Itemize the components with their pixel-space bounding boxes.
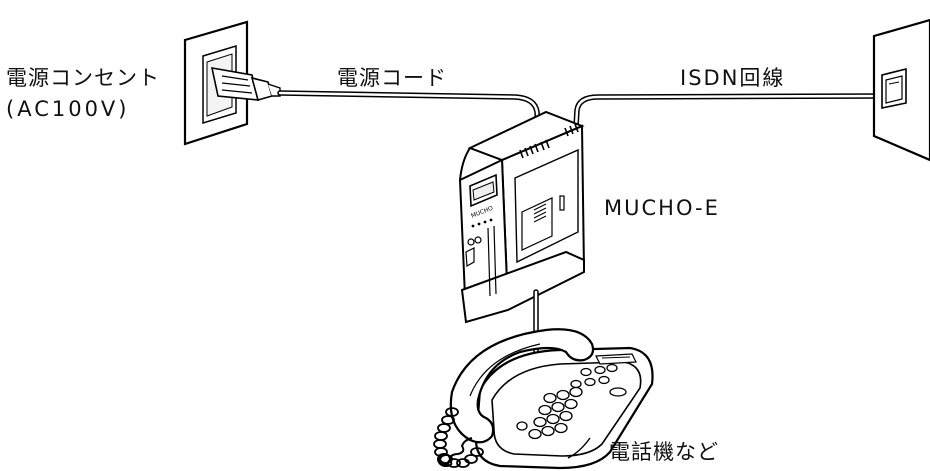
power-outlet-voltage-label: (AC100V) [6, 97, 130, 121]
power-outlet-label: 電源コンセント [6, 66, 160, 90]
device-name-label: MUCHO-E [604, 196, 720, 220]
mucho-e-device: MUCHO [458, 110, 586, 324]
telephone [433, 328, 654, 470]
isdn-wall-jack [872, 18, 930, 162]
isdn-line [573, 93, 888, 130]
power-cord-line [277, 90, 541, 131]
isdn-line-label: ISDN回線 [680, 66, 786, 90]
telephone-label: 電話機など [609, 440, 719, 464]
power-plug [210, 67, 281, 101]
power-cord-label: 電源コード [337, 66, 447, 90]
